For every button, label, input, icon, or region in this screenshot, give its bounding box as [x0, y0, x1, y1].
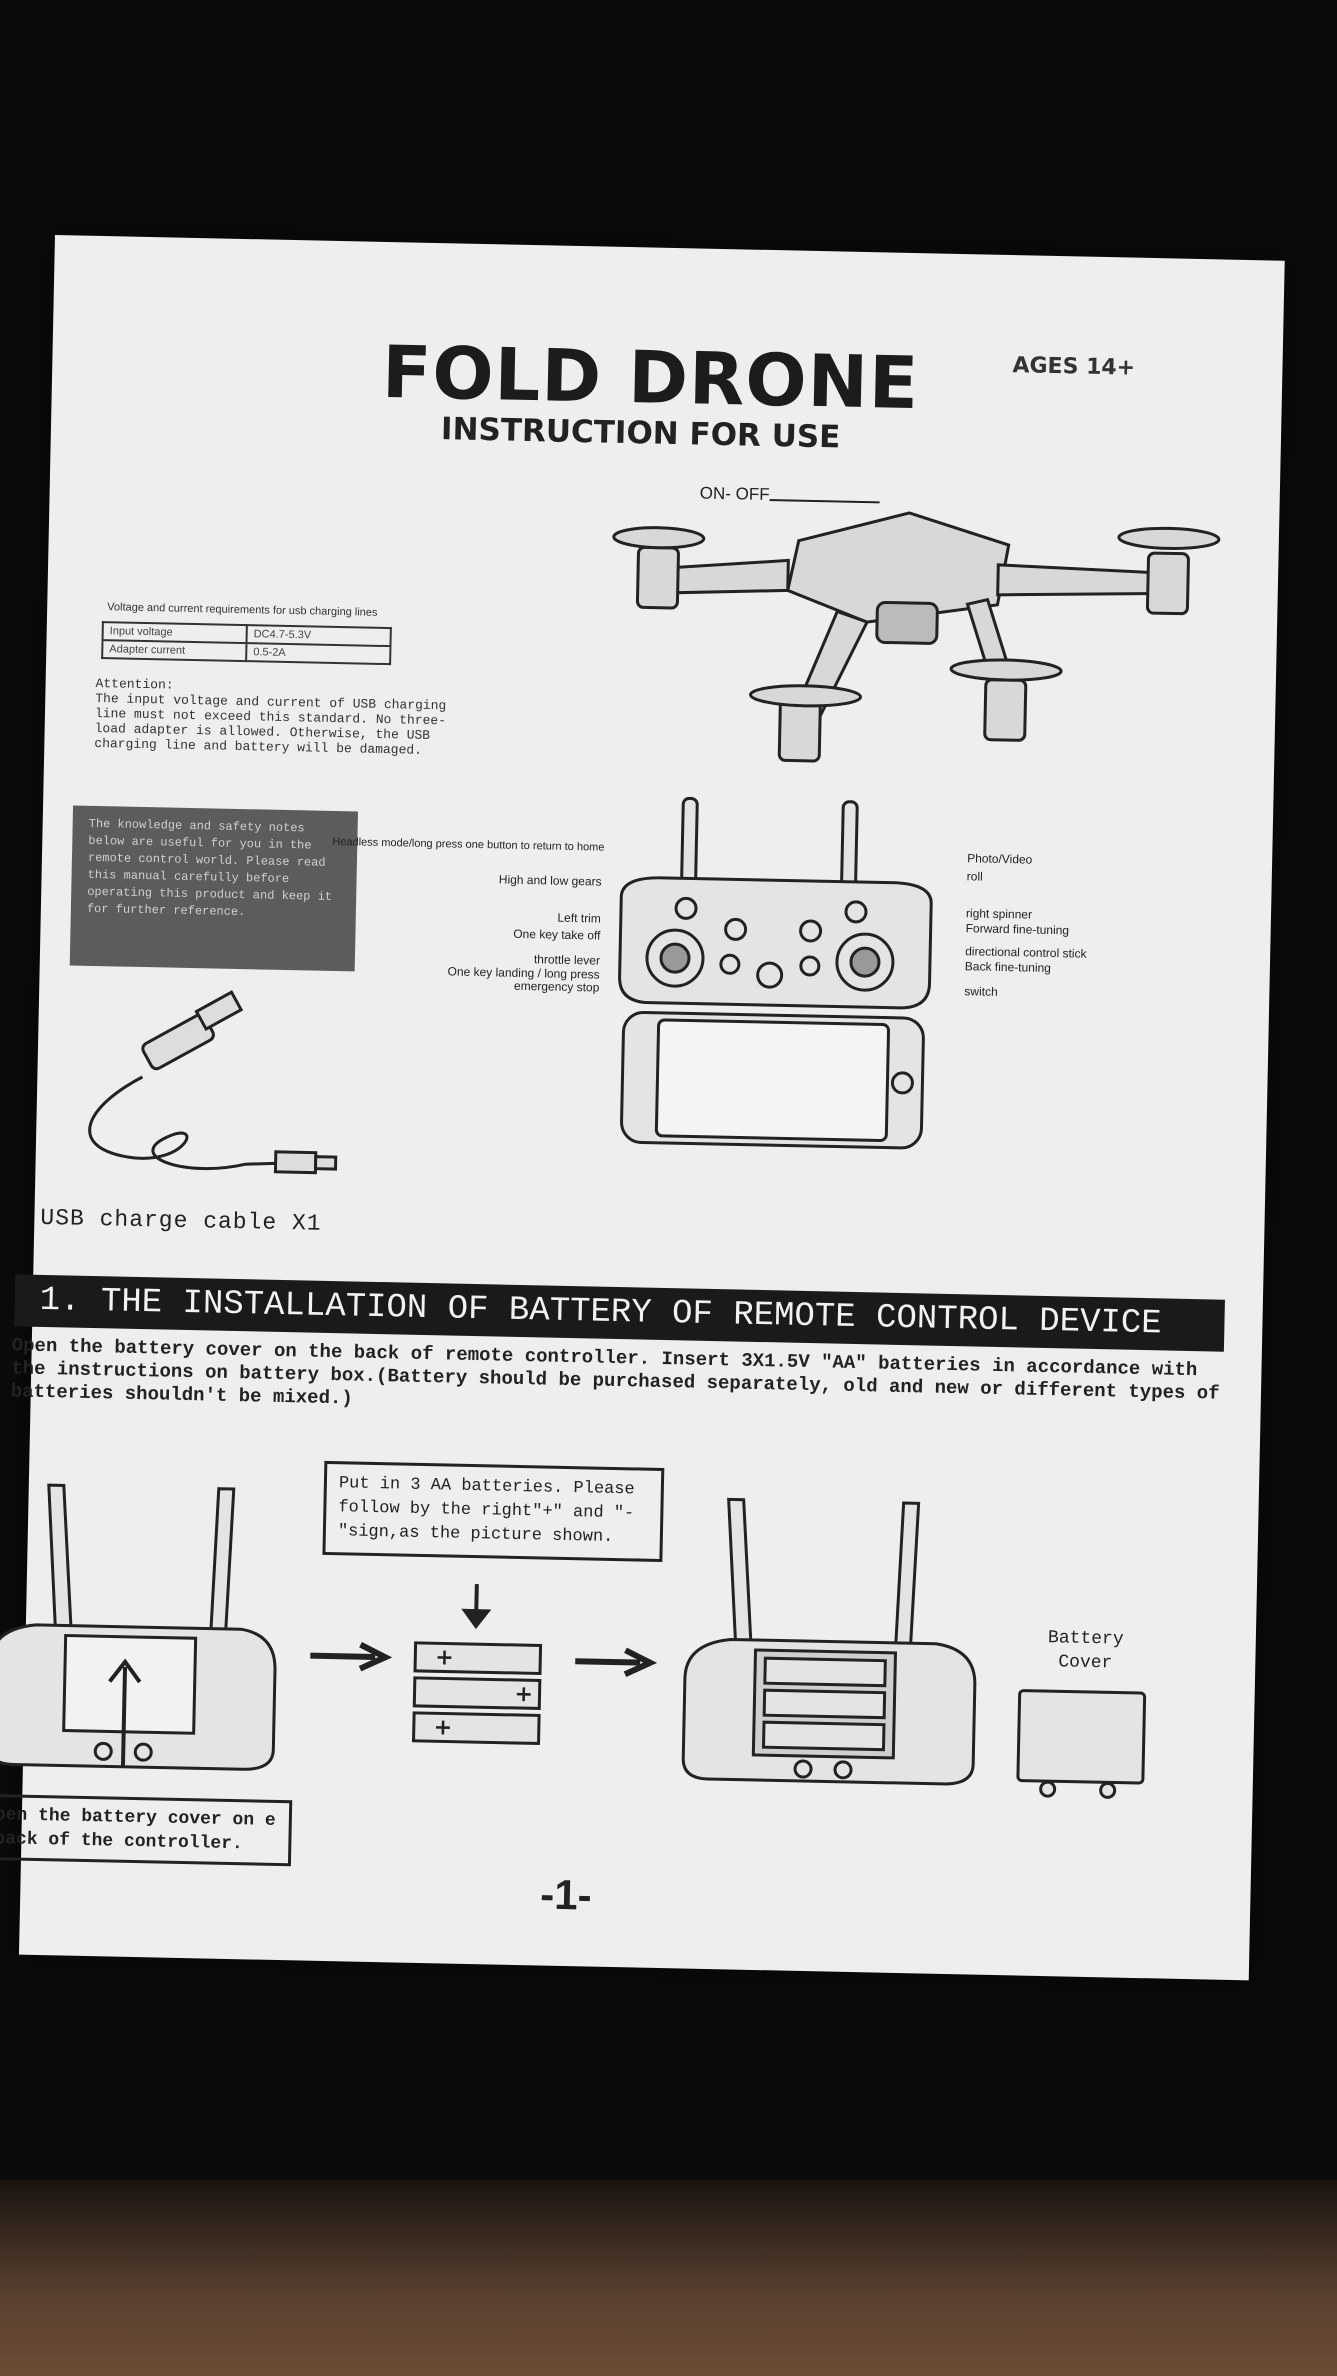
table-surface [0, 2180, 1337, 2376]
label-gears: High and low gears [498, 872, 602, 889]
right-antenna [840, 800, 859, 894]
power-switch-label: ON- OFF [699, 483, 770, 506]
section-instructions: Open the battery cover on the back of re… [10, 1334, 1220, 1410]
arrow-right-icon [575, 1647, 658, 1677]
photo-button [844, 900, 868, 924]
label-roll: roll [966, 869, 983, 884]
attention-note: Attention: The input voltage and current… [94, 676, 475, 759]
label-switch: switch [964, 984, 998, 999]
charging-spec-table: Input voltage DC4.7-5.3V Adapter current… [101, 621, 392, 665]
svg-text:+: + [434, 1715, 453, 1740]
arrow-up-icon [108, 1658, 142, 1767]
power-pointer [749, 498, 880, 504]
takeoff-button [719, 953, 741, 975]
svg-text:+: + [435, 1645, 454, 1670]
left-trim-button [724, 917, 748, 941]
battery-cover-label: Battery Cover [1047, 1628, 1124, 1674]
left-antenna [680, 796, 699, 890]
knowledge-box: The knowledge and safety notes below are… [69, 805, 358, 972]
label-headless-mode: Headless mode/long press one button to r… [332, 835, 605, 854]
arrow-right-icon [310, 1642, 393, 1672]
battery-cover-illustration [1016, 1689, 1147, 1799]
power-switch [756, 961, 784, 989]
label-takeoff: One key take off [513, 926, 601, 943]
charging-caption: Voltage and current requirements for usb… [107, 601, 378, 619]
spec-value: 0.5-2A [246, 643, 391, 665]
label-photo-video: Photo/Video [967, 851, 1033, 867]
label-landing: One key landing / long press emergency s… [447, 964, 600, 995]
label-back-tuning: Back fine-tuning [964, 959, 1052, 976]
instruction-sheet: FOLD DRONE INSTRUCTION FOR USE AGES 14+ … [0, 235, 1285, 1981]
backtune-button [799, 955, 821, 977]
label-directional: directional control stick [965, 944, 1087, 961]
drone-illustration [612, 498, 1221, 763]
right-trim-button [799, 919, 823, 943]
battery-callout: Put in 3 AA batteries. Please follow by … [322, 1460, 665, 1563]
usb-cable-illustration [88, 990, 338, 1175]
usb-cable-label: USB charge cable X1 [40, 1204, 322, 1237]
open-cover-note: pen the battery cover on e back of the c… [0, 1793, 293, 1867]
page-number: -1- [539, 1870, 593, 1919]
spec-label: Adapter current [102, 640, 247, 662]
label-right-spinner: right spinner [965, 906, 1033, 922]
controller-back-open [0, 1483, 277, 1771]
label-forward-tuning: Forward fine-tuning [965, 921, 1070, 938]
svg-text:+: + [514, 1682, 533, 1707]
battery-stack: + + + [412, 1582, 543, 1745]
label-left-trim: Left trim [557, 910, 601, 926]
controller-illustration [618, 796, 933, 1150]
gear-button [674, 896, 698, 920]
attention-text: The input voltage and current of USB cha… [94, 690, 447, 758]
age-rating: AGES 14+ [1012, 353, 1136, 381]
controller-back-batteries [681, 1497, 977, 1786]
